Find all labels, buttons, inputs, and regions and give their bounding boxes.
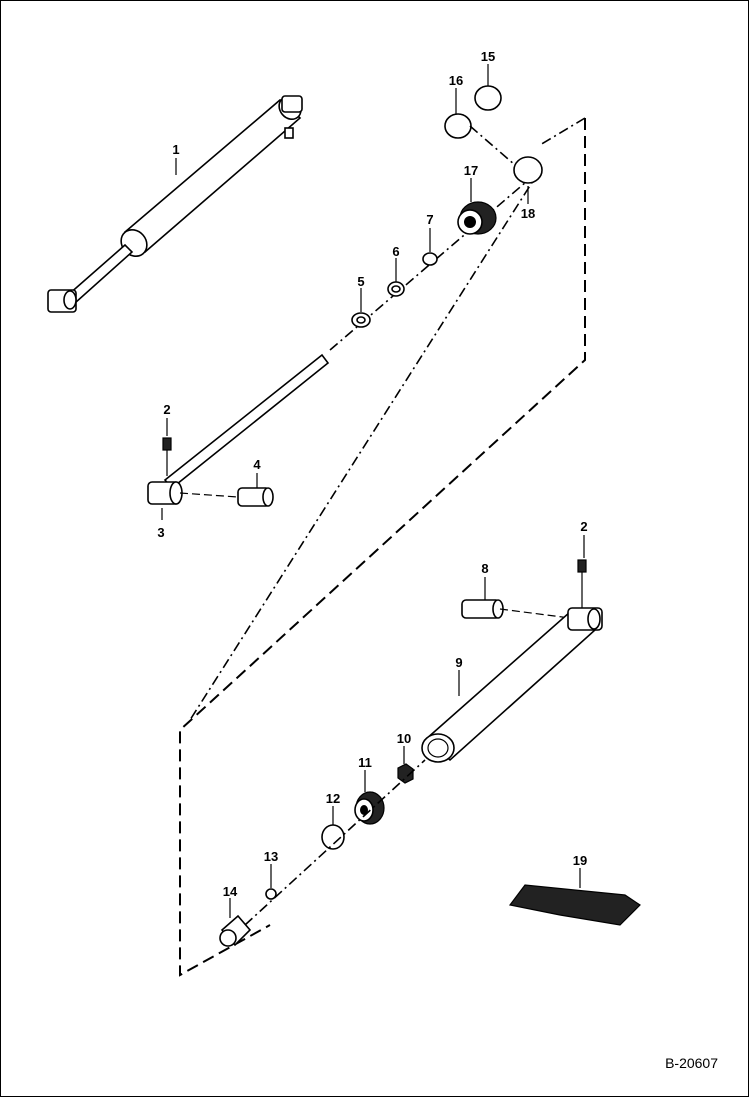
part-9-barrel bbox=[421, 607, 603, 763]
callout-2-upper: 2 bbox=[163, 402, 170, 417]
callout-1: 1 bbox=[172, 142, 179, 157]
part-8-bushing bbox=[461, 599, 571, 619]
part-4-bushing bbox=[237, 487, 274, 507]
callout-12: 12 bbox=[326, 791, 340, 806]
part-12-piston-seal bbox=[321, 824, 345, 850]
callout-18: 18 bbox=[521, 206, 535, 221]
callout-13: 13 bbox=[264, 849, 278, 864]
callout-6: 6 bbox=[392, 244, 399, 259]
part-6-rod-seal bbox=[387, 281, 405, 297]
callout-labels: 1 2 2 3 4 5 6 7 8 9 10 11 12 13 14 15 16… bbox=[157, 49, 587, 899]
part-7-o-ring bbox=[422, 252, 438, 266]
center-line bbox=[189, 169, 541, 721]
callout-15: 15 bbox=[481, 49, 495, 64]
part-10-nut bbox=[397, 763, 414, 784]
part-15-back-up-ring bbox=[474, 85, 502, 111]
lower-center-line bbox=[244, 759, 426, 926]
part-5-wiper-seal bbox=[351, 312, 371, 328]
part-18-o-ring bbox=[469, 125, 543, 184]
figure-number: B-20607 bbox=[665, 1055, 718, 1071]
part-17-head bbox=[457, 201, 497, 235]
callout-17: 17 bbox=[464, 163, 478, 178]
part-3-rod bbox=[147, 353, 330, 505]
callout-11: 11 bbox=[358, 755, 372, 770]
part-19-seal-kit bbox=[508, 884, 641, 926]
callout-14: 14 bbox=[223, 884, 238, 899]
part-1-cylinder-assembly bbox=[47, 95, 303, 313]
part-2-grease-fitting-top bbox=[162, 437, 172, 476]
part-14-bushing bbox=[219, 914, 252, 947]
callout-9: 9 bbox=[455, 655, 462, 670]
callout-10: 10 bbox=[397, 731, 411, 746]
callout-8: 8 bbox=[481, 561, 488, 576]
callout-5: 5 bbox=[357, 274, 364, 289]
assembly-boundary bbox=[179, 117, 586, 977]
callout-3: 3 bbox=[157, 525, 164, 540]
callout-19: 19 bbox=[573, 853, 587, 868]
callout-leaders bbox=[161, 64, 585, 918]
part-16-o-ring bbox=[444, 113, 472, 139]
callout-16: 16 bbox=[449, 73, 463, 88]
part-13-o-ring bbox=[265, 888, 277, 900]
callout-2-lower: 2 bbox=[580, 519, 587, 534]
part-2-grease-fitting-bottom bbox=[577, 559, 587, 608]
callout-4: 4 bbox=[253, 457, 261, 472]
callout-7: 7 bbox=[426, 212, 433, 227]
